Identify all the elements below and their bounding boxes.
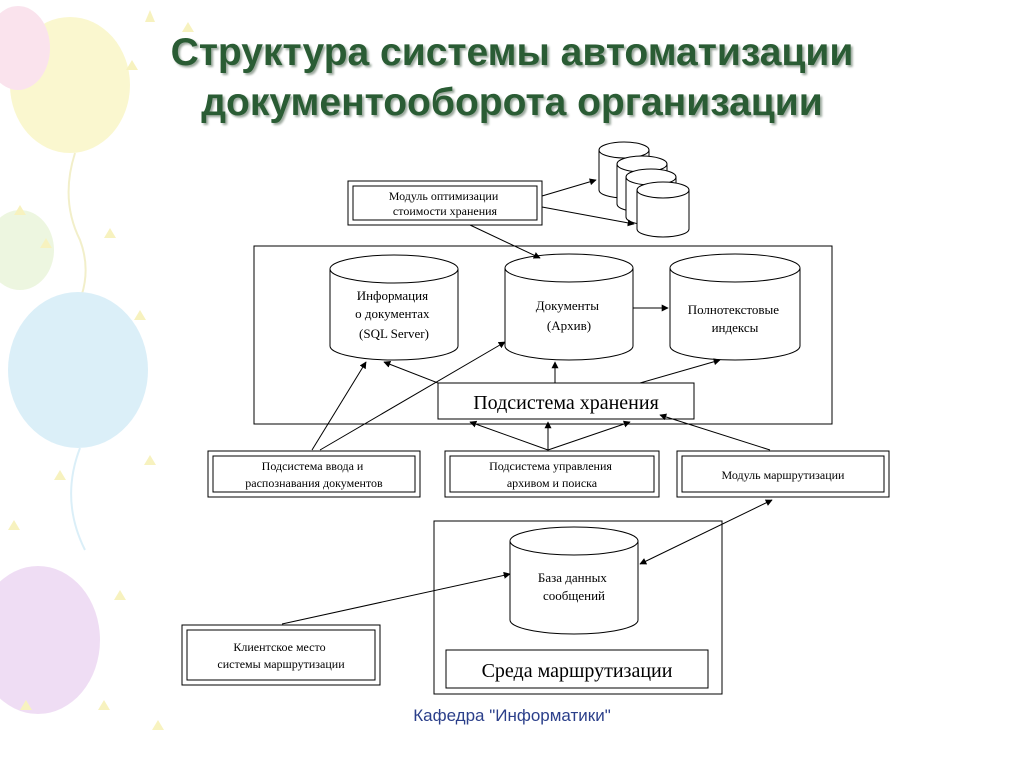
svg-text:Подсистема управления ар: Подсистема управления архивом и поиска xyxy=(489,459,615,490)
arrow-opt-to-storage-2 xyxy=(541,206,635,227)
db-indexes-line-1: Полнотекстовые xyxy=(688,302,780,317)
footer-department: Кафедра "Информатики" xyxy=(413,706,611,725)
violet-balloon xyxy=(0,566,100,714)
arrow-storage-to-indexes xyxy=(639,358,721,384)
title-line-2: документооборота организации xyxy=(201,81,823,124)
arrow-input-to-documents xyxy=(319,341,506,451)
arrow-storage-to-info xyxy=(383,361,439,384)
arrow-opt-to-documents xyxy=(469,224,541,259)
db-info-line-2: о документах xyxy=(355,306,430,321)
db-documents-line-2: (Архив) xyxy=(547,318,591,333)
svg-text:Полнотекстовые индексы: Полнотекстовые индексы xyxy=(688,302,783,335)
client-workplace-box: Клиентское место системы маршрутизации xyxy=(181,624,381,686)
confetti-stars xyxy=(8,10,194,730)
archive-subsystem-line-2: архивом и поиска xyxy=(507,476,598,490)
input-subsystem-line-2: распознавания документов xyxy=(245,476,383,490)
db-documents-cylinder: Документы (Архив) xyxy=(504,253,634,361)
routing-env-label: Среда маршрутизации xyxy=(445,649,709,689)
blue-balloon xyxy=(8,292,148,448)
storage-devices-icon xyxy=(598,141,690,238)
pink-balloon xyxy=(0,6,50,90)
routing-module-box: Модуль маршрутизации xyxy=(676,450,890,498)
storage-subsystem-text: Подсистема хранения xyxy=(473,392,659,414)
routing-env-text: Среда маршрутизации xyxy=(482,660,673,682)
svg-text:Информация о документах: Информация о документах (SQL Server) xyxy=(355,288,433,341)
db-messages-cylinder: База данных сообщений xyxy=(509,526,639,635)
svg-text:Документы (Архив): Документы (Архив) xyxy=(536,298,602,333)
db-documents-line-1: Документы xyxy=(536,298,599,313)
arrow-input-to-info xyxy=(311,361,367,451)
balloon-string xyxy=(70,447,86,551)
db-indexes-line-2: индексы xyxy=(712,320,759,335)
arrow-messages-routing-module xyxy=(639,499,773,565)
db-indexes-cylinder: Полнотекстовые индексы xyxy=(669,253,801,361)
optimization-module-box: Модуль оптимизации стоимости хранения xyxy=(347,180,543,226)
svg-text:Клиентское место системы: Клиентское место системы маршрутизации xyxy=(217,640,345,671)
client-workplace-line-1: Клиентское место xyxy=(233,640,325,654)
arrow-routing-to-storage xyxy=(659,413,771,451)
arrow-archive-to-storage-right xyxy=(547,420,631,451)
db-info-cylinder: Информация о документах (SQL Server) xyxy=(329,254,459,361)
title-line-1: Структура системы автоматизации xyxy=(170,31,854,74)
archive-subsystem-box: Подсистема управления архивом и поиска xyxy=(444,450,660,498)
input-subsystem-box: Подсистема ввода и распознавания докумен… xyxy=(207,450,421,498)
optimization-module-line-1: Модуль оптимизации xyxy=(389,189,499,203)
arrow-client-to-messages xyxy=(281,571,511,625)
svg-text:Подсистема ввода и распо: Подсистема ввода и распознавания докумен… xyxy=(245,459,383,490)
db-info-line-3: (SQL Server) xyxy=(359,326,429,341)
green-balloon xyxy=(0,210,54,290)
db-messages-line-2: сообщений xyxy=(543,588,605,603)
db-messages-line-1: База данных xyxy=(538,570,607,585)
slide-title: Структура системы автоматизации документ… xyxy=(60,28,964,128)
archive-subsystem-line-1: Подсистема управления xyxy=(489,459,612,473)
routing-module-text: Модуль маршрутизации xyxy=(722,468,846,482)
arrow-opt-to-storage-1 xyxy=(541,178,597,197)
optimization-module-line-2: стоимости хранения xyxy=(393,204,498,218)
input-subsystem-line-1: Подсистема ввода и xyxy=(262,459,364,473)
connector-arrows xyxy=(281,178,773,625)
svg-text:Модуль оптимизации стоим: Модуль оптимизации стоимости хранения xyxy=(389,189,502,218)
client-workplace-line-2: системы маршрутизации xyxy=(217,657,345,671)
db-info-line-1: Информация xyxy=(357,288,428,303)
storage-subsystem-label: Подсистема хранения xyxy=(437,382,695,420)
svg-text:База данных сообщений: База данных сообщений xyxy=(538,570,610,603)
arrow-archive-to-storage-left xyxy=(469,420,549,451)
